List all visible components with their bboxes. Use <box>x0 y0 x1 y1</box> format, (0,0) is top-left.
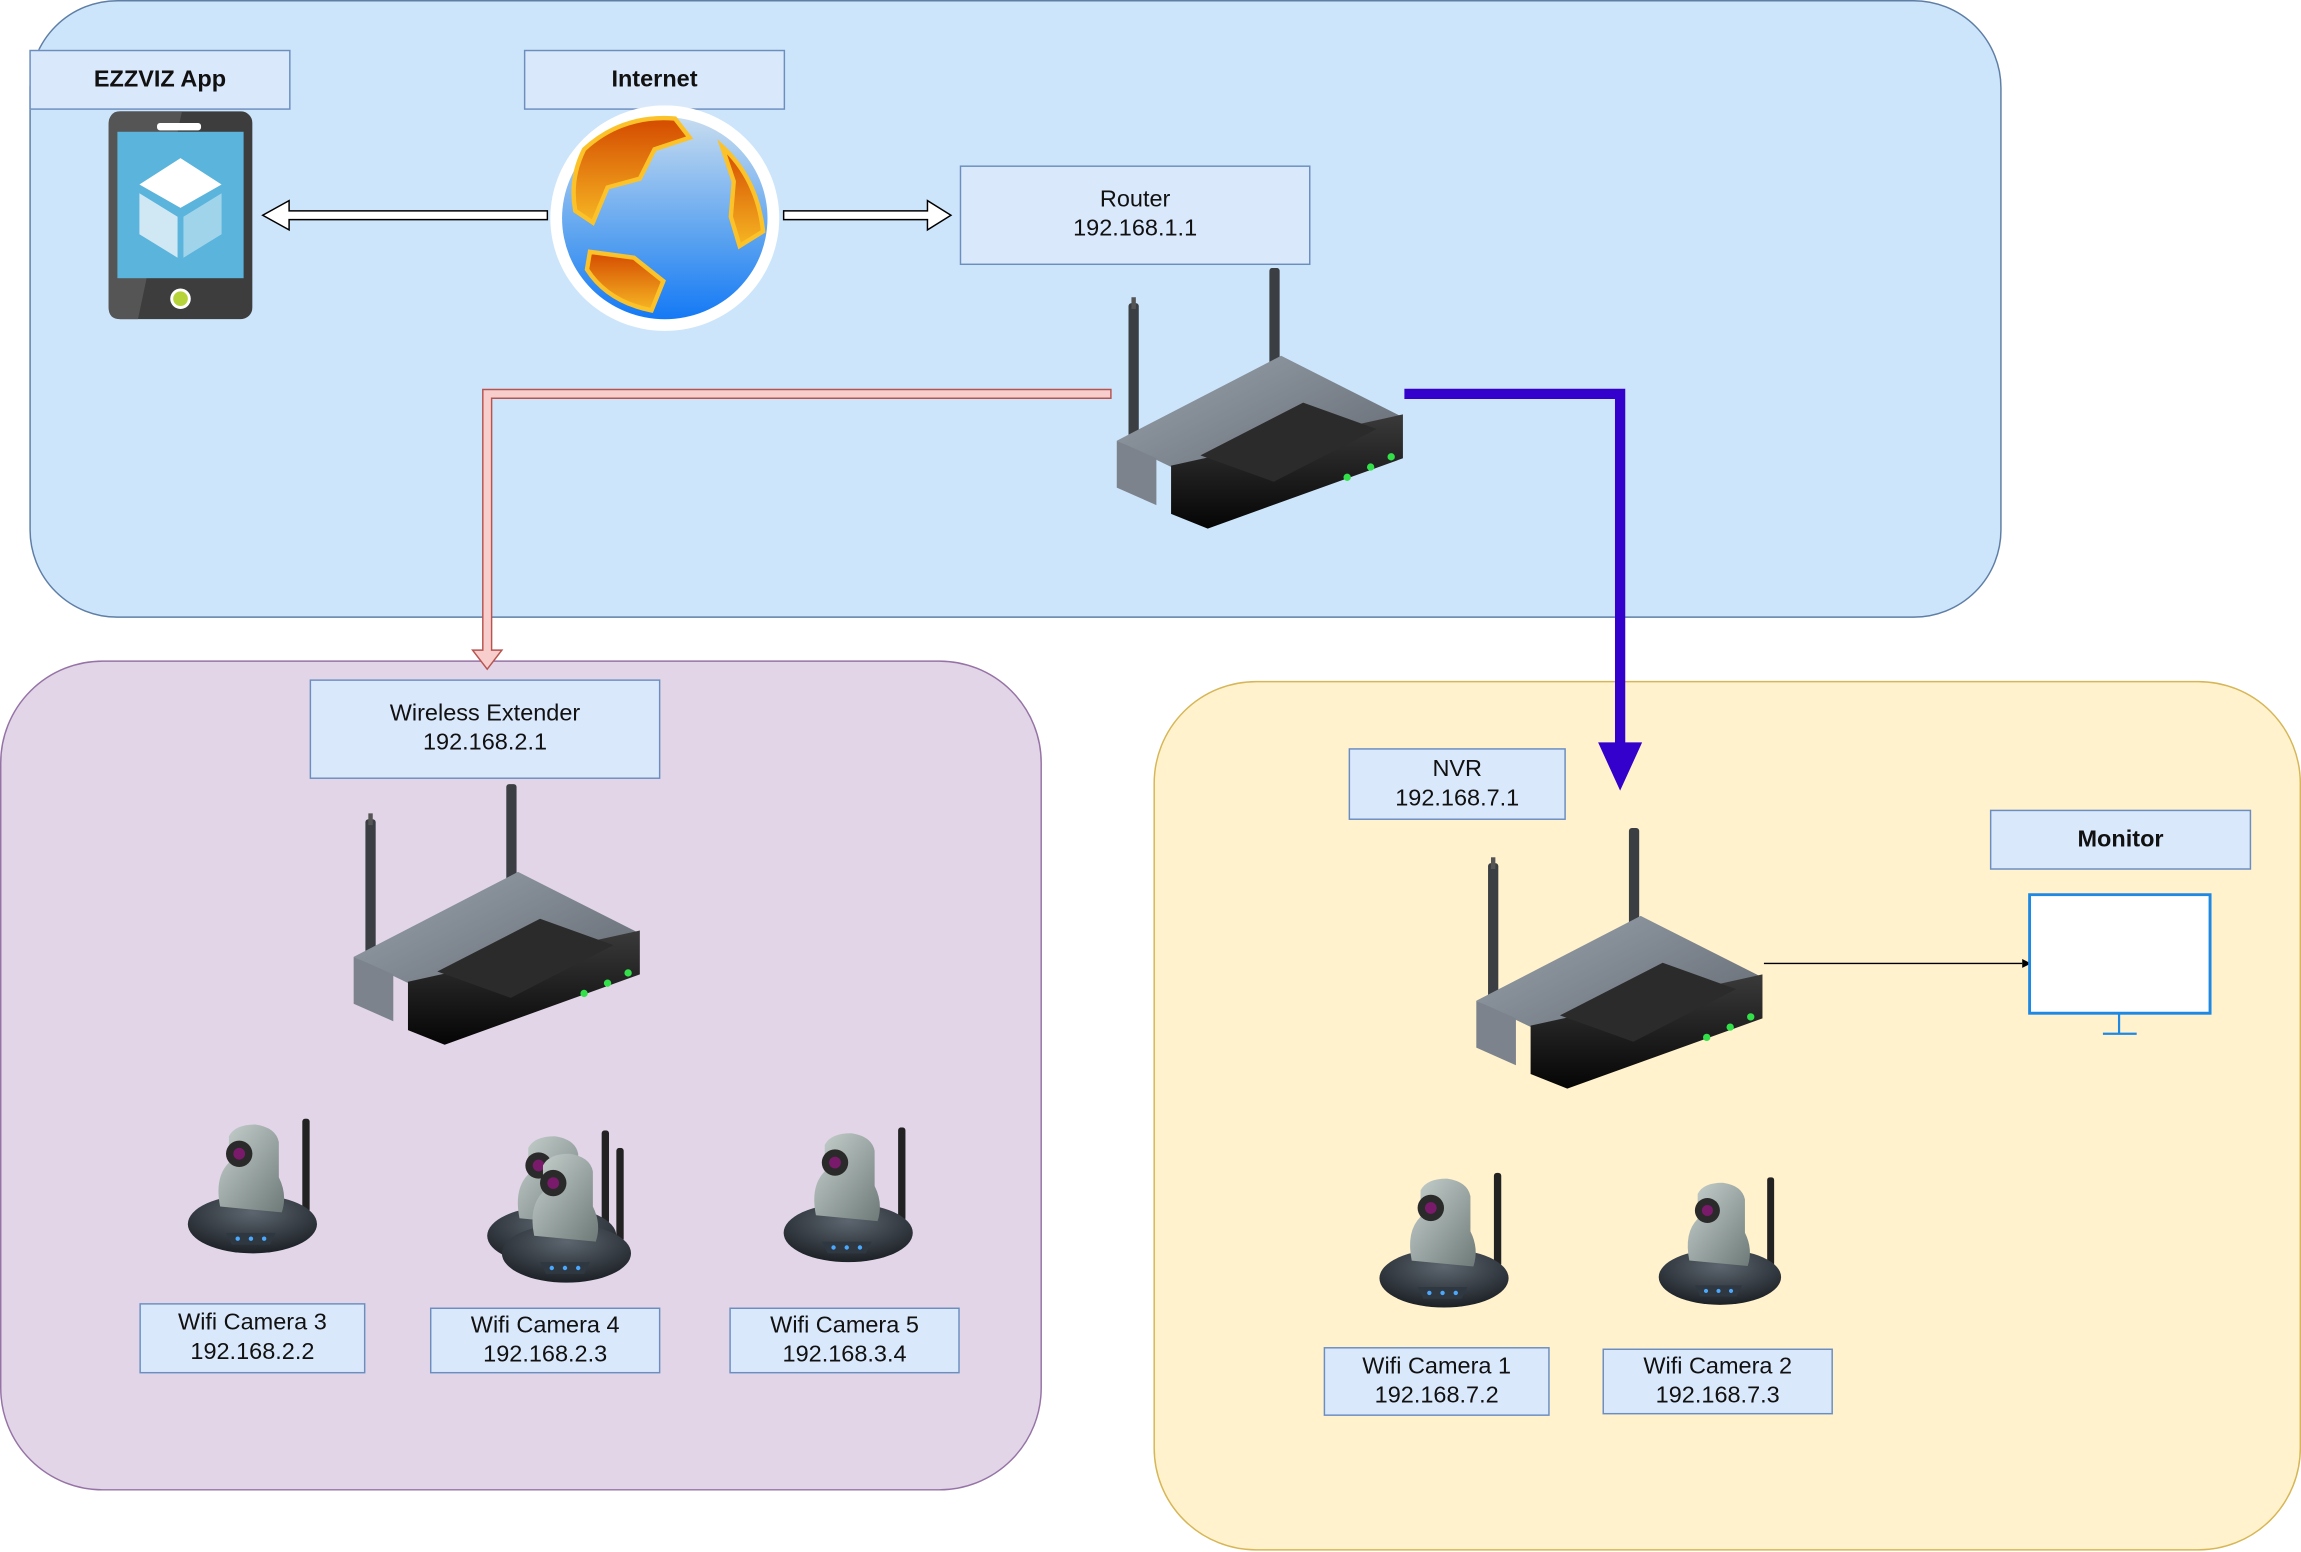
app-label: EZZVIZ App <box>29 49 291 110</box>
camera5-title: Wifi Camera 5 <box>770 1312 919 1338</box>
extender-ip: 192.168.2.1 <box>422 730 548 756</box>
nvr-ip: 192.168.7.1 <box>1395 785 1520 811</box>
camera2-label: Wifi Camera 2 192.168.7.3 <box>1602 1348 1833 1415</box>
extender-router-icon <box>353 784 640 1045</box>
nvr-router-icon <box>1476 828 1763 1089</box>
camera4-label: Wifi Camera 4 192.168.2.3 <box>429 1307 661 1374</box>
camera4-ip: 192.168.2.3 <box>483 1341 608 1367</box>
camera5-label: Wifi Camera 5 192.168.3.4 <box>729 1307 960 1374</box>
camera5-ip: 192.168.3.4 <box>782 1341 907 1367</box>
router-title: Router <box>1099 187 1171 213</box>
camera4-icon <box>501 1147 632 1283</box>
internet-label: Internet <box>523 49 786 110</box>
camera4-title: Wifi Camera 4 <box>470 1312 620 1338</box>
extender-label: Wireless Extender 192.168.2.1 <box>309 679 661 779</box>
wireless-router-icon <box>1116 267 1403 529</box>
camera2-icon <box>1658 1177 1782 1305</box>
camera3-ip: 192.168.2.2 <box>190 1339 315 1365</box>
camera3-icon <box>187 1118 317 1254</box>
smartphone-icon <box>108 111 253 320</box>
camera1-icon <box>1379 1172 1509 1308</box>
globe-icon <box>550 105 780 331</box>
monitor-icon <box>2028 893 2212 1035</box>
nvr-label: NVR 192.168.7.1 <box>1348 748 1566 820</box>
router-label: Router 192.168.1.1 <box>959 165 1311 266</box>
nvr-title: NVR <box>1432 756 1483 782</box>
camera3-title: Wifi Camera 3 <box>178 1310 327 1336</box>
extender-title: Wireless Extender <box>389 701 581 727</box>
app-title: EZZVIZ App <box>93 66 227 92</box>
internet-title: Internet <box>611 66 698 92</box>
camera1-ip: 192.168.7.2 <box>1374 1382 1499 1408</box>
camera3-label: Wifi Camera 3 192.168.2.2 <box>139 1303 366 1374</box>
internet-zone <box>29 0 2002 618</box>
monitor-title: Monitor <box>2077 826 2164 852</box>
camera5-icon <box>783 1127 913 1263</box>
camera2-ip: 192.168.7.3 <box>1655 1382 1780 1408</box>
camera2-title: Wifi Camera 2 <box>1643 1353 1793 1379</box>
monitor-label: Monitor <box>1989 809 2252 870</box>
camera1-title: Wifi Camera 1 <box>1362 1353 1512 1379</box>
router-ip: 192.168.1.1 <box>1073 216 1198 242</box>
camera1-label: Wifi Camera 1 192.168.7.2 <box>1323 1347 1550 1416</box>
